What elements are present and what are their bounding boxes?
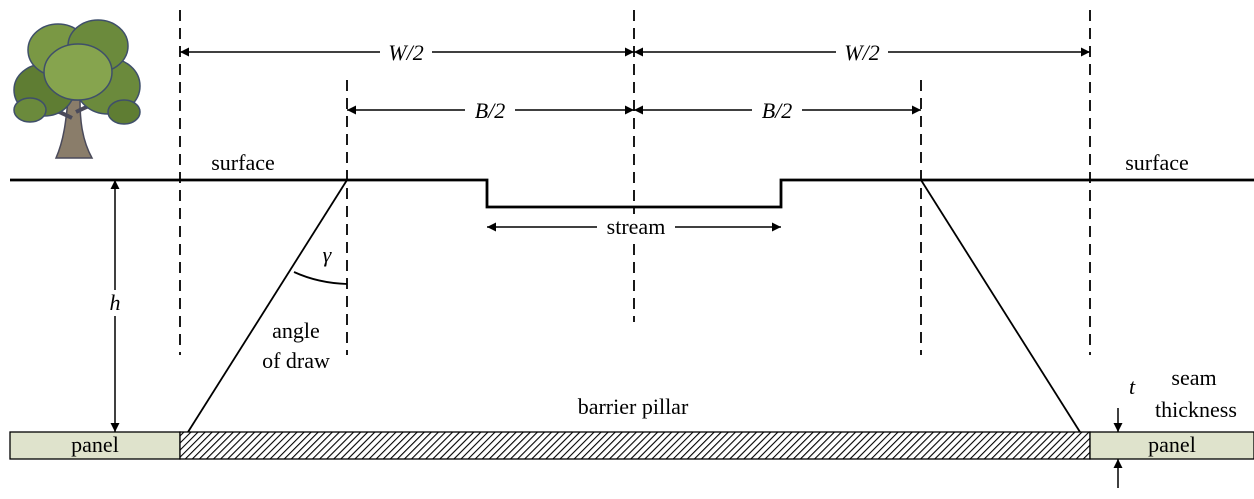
ground-surface xyxy=(10,178,1254,209)
stream-label: stream xyxy=(607,214,666,239)
panel-label-right: panel xyxy=(1148,432,1196,457)
panel-left xyxy=(9,431,181,460)
thickness-label: thickness xyxy=(1155,397,1237,422)
tree-icon xyxy=(13,19,141,159)
angle-of-draw-label-line1: angle xyxy=(272,318,320,343)
b-half-label-left: B/2 xyxy=(475,98,506,123)
surface-label-right: surface xyxy=(1125,150,1189,175)
thickness-symbol-label: t xyxy=(1129,374,1136,399)
panel-right xyxy=(1089,431,1254,460)
dimension-arrows xyxy=(110,47,1123,488)
b-half-label-right: B/2 xyxy=(762,98,793,123)
angle-of-draw-line-right xyxy=(920,179,1081,433)
w-half-label-right: W/2 xyxy=(844,40,879,65)
barrier-pillar-label: barrier pillar xyxy=(578,394,689,419)
w-half-label-left: W/2 xyxy=(388,40,423,65)
angle-of-draw-line-left xyxy=(187,179,348,433)
angle-of-draw-label-line2: of draw xyxy=(262,348,330,373)
gamma-label: γ xyxy=(323,242,333,267)
seam-label: seam xyxy=(1171,365,1216,390)
barrier-pillar xyxy=(179,431,1091,460)
panel-label-left: panel xyxy=(71,432,119,457)
surface-label-left: surface xyxy=(211,150,275,175)
reference-lines xyxy=(179,10,1091,355)
gamma-arc xyxy=(293,271,348,285)
label-backgrounds xyxy=(104,40,888,316)
depth-label: h xyxy=(110,290,121,315)
